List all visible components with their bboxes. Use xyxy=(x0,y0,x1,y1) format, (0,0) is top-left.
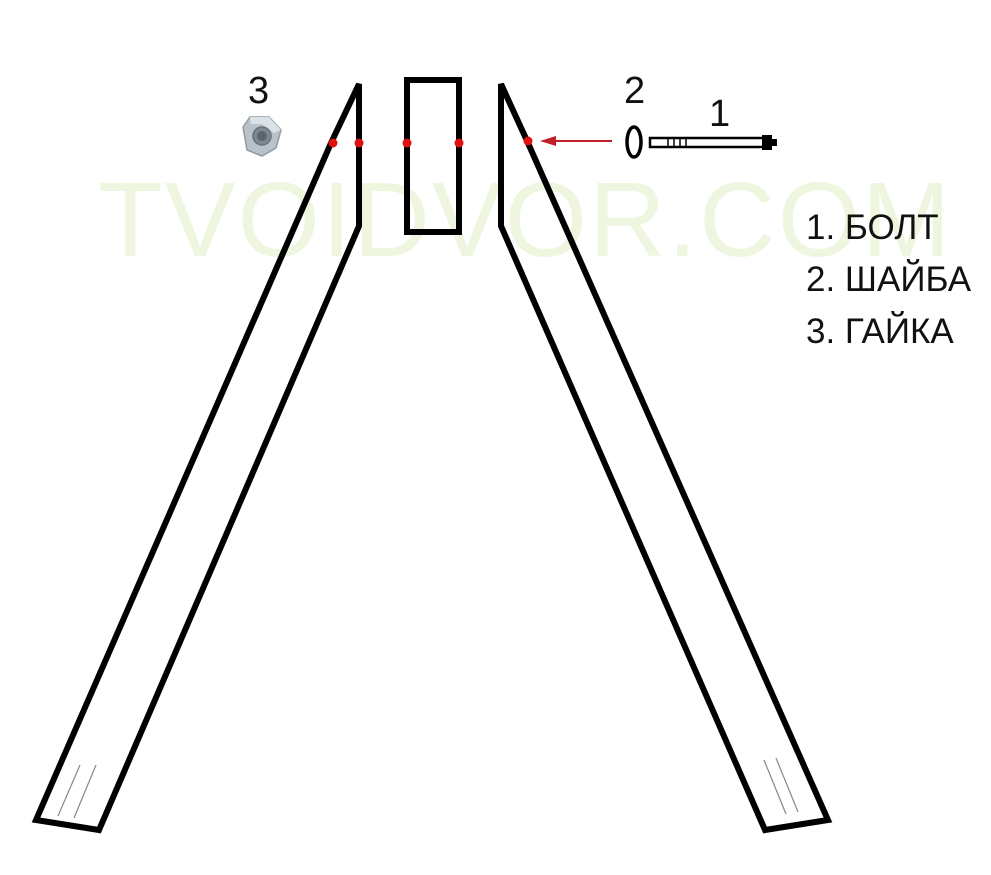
legend-item-bolt: 1. БОЛТ xyxy=(806,208,939,247)
left-leg-hatch-2 xyxy=(73,764,97,819)
hex-nut-icon xyxy=(242,116,282,157)
bolt-icon xyxy=(648,135,777,150)
legend-item-washer: 2. ШАЙБА xyxy=(806,260,972,299)
watermark: TVOIDVOR.COM xyxy=(98,161,953,279)
hole-marker xyxy=(354,138,364,148)
arrow-left-icon xyxy=(540,136,612,146)
legend-item-nut: 3. ГАЙКА xyxy=(806,312,954,351)
left-leg-hatch-1 xyxy=(57,764,81,817)
right-leg xyxy=(498,82,833,834)
hole-marker xyxy=(523,136,533,146)
right-leg-hatch-1 xyxy=(763,759,787,815)
left-leg xyxy=(31,82,362,834)
washer-icon xyxy=(625,125,643,159)
parts-legend: 1. БОЛТ 2. ШАЙБА 3. ГАЙКА xyxy=(806,202,971,358)
right-leg-hatch-2 xyxy=(775,757,799,813)
hole-marker xyxy=(454,138,464,148)
center-bracket xyxy=(404,77,462,235)
hole-marker xyxy=(402,138,412,148)
callout-washer: 2 xyxy=(624,70,646,112)
callout-nut: 3 xyxy=(248,70,270,112)
callout-bolt: 1 xyxy=(709,93,731,135)
hole-marker xyxy=(328,138,338,148)
